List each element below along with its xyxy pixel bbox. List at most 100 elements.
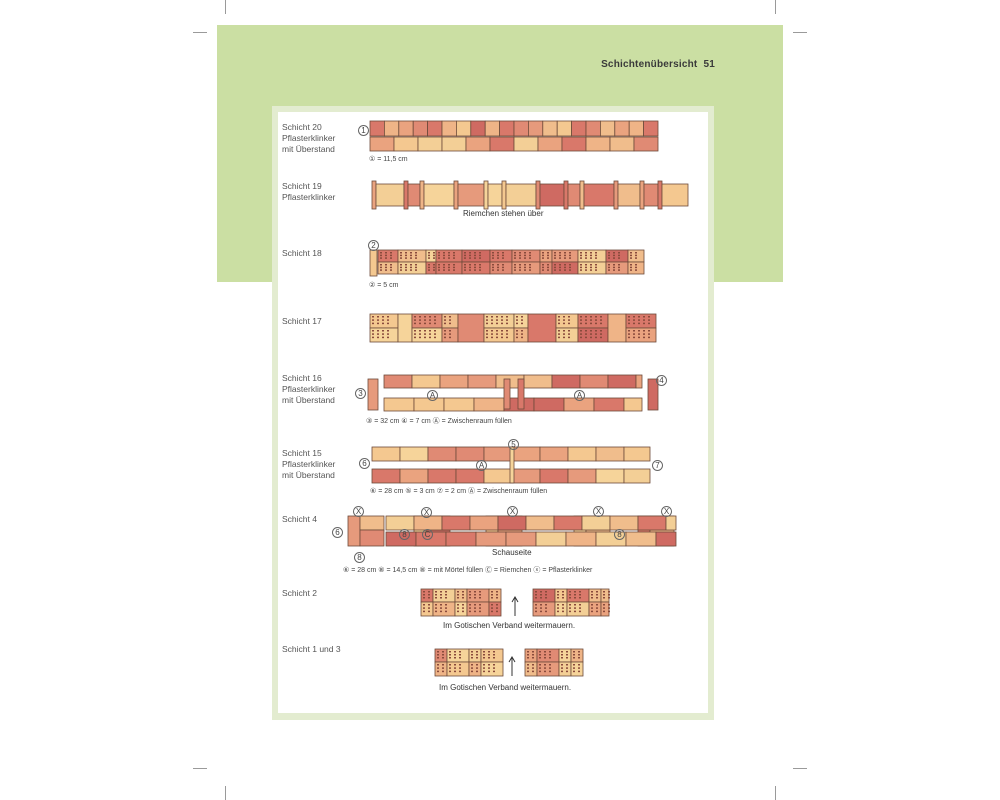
- brick-hole: [559, 264, 561, 266]
- brick-hole: [558, 322, 560, 325]
- brick-hole: [387, 319, 389, 321]
- brick-hole: [428, 254, 430, 257]
- brick-hole: [476, 657, 478, 659]
- brick-hole: [400, 266, 402, 269]
- brick-hole: [554, 254, 556, 257]
- brick-hole: [443, 266, 445, 269]
- brick-hole: [457, 591, 459, 593]
- brick-hole: [434, 333, 436, 335]
- course-label-15: Schicht 15 Pflasterklinker mit Überstand: [282, 448, 336, 480]
- brick: [579, 374, 609, 389]
- brick-hole: [568, 322, 570, 325]
- brick-hole: [544, 670, 546, 673]
- brick: [501, 180, 507, 210]
- brick: [434, 661, 448, 677]
- brick-hole: [608, 269, 610, 271]
- brick-hole: [382, 319, 384, 321]
- brick: [505, 183, 537, 207]
- brick-hole: [438, 264, 440, 266]
- brick-hole: [424, 330, 426, 332]
- brick-hole: [476, 654, 478, 656]
- brick-hole: [558, 333, 560, 335]
- brick: [427, 468, 457, 484]
- brick-hole: [578, 651, 580, 653]
- brick-hole: [544, 657, 546, 659]
- brick: [497, 515, 527, 531]
- brick-hole: [377, 322, 379, 325]
- brick-hole: [618, 257, 620, 259]
- brick-hole: [449, 319, 451, 321]
- crop-mark: [775, 0, 776, 14]
- brick-hole: [628, 322, 630, 325]
- brick-hole: [535, 594, 537, 596]
- brick: [398, 120, 414, 137]
- brick-hole: [519, 269, 521, 271]
- brick-hole: [559, 266, 561, 269]
- brick-hole: [424, 333, 426, 335]
- brick: [454, 601, 468, 617]
- brick: [533, 397, 565, 412]
- brick-hole: [643, 333, 645, 335]
- brick: [623, 446, 651, 462]
- brick-hole: [464, 266, 466, 269]
- brick-hole: [387, 330, 389, 332]
- marker-x: X: [661, 506, 672, 517]
- brick-hole: [387, 336, 389, 339]
- brick: [439, 374, 469, 389]
- note-19: Riemchen stehen über: [463, 209, 544, 218]
- brick-hole: [591, 607, 593, 609]
- brick-hole: [573, 667, 575, 669]
- brick-hole: [566, 657, 568, 659]
- brick-hole: [558, 319, 560, 321]
- brick-hole: [454, 664, 456, 666]
- brick-hole: [544, 651, 546, 653]
- brick: [567, 183, 581, 207]
- brick: [643, 183, 659, 207]
- brick: [595, 468, 625, 484]
- brick-hole: [638, 330, 640, 332]
- brick-hole: [561, 654, 563, 656]
- brick-hole: [428, 597, 430, 599]
- brick-hole: [497, 266, 499, 269]
- brick: [579, 180, 585, 210]
- brick-hole: [580, 333, 582, 335]
- brick: [609, 515, 639, 531]
- brick: [411, 327, 443, 343]
- brick-hole: [496, 319, 498, 321]
- crop-mark: [193, 32, 207, 33]
- brick-hole: [462, 597, 464, 599]
- brick-hole: [535, 604, 537, 606]
- brick-hole: [585, 316, 587, 318]
- brick-hole: [476, 664, 478, 666]
- brick-hole: [580, 254, 582, 257]
- brick-hole: [400, 264, 402, 266]
- brick-hole: [542, 254, 544, 257]
- marker-3: 3: [355, 388, 366, 399]
- brick-hole: [459, 664, 461, 666]
- brick-hole: [491, 336, 493, 339]
- brick-hole: [600, 316, 602, 318]
- brick: [469, 515, 499, 531]
- brick-hole: [596, 597, 598, 599]
- brick-hole: [580, 330, 582, 332]
- brick: [625, 327, 657, 343]
- brick: [443, 397, 475, 412]
- brick: [483, 180, 489, 210]
- brick-course-20: [369, 120, 659, 152]
- brick-hole: [444, 316, 446, 318]
- brick-course-17: [369, 313, 657, 343]
- brick-hole: [415, 252, 417, 254]
- brick-hole: [540, 610, 542, 613]
- marker-x: X: [593, 506, 604, 517]
- brick-hole: [557, 604, 559, 606]
- brick-hole: [540, 591, 542, 593]
- brick-hole: [382, 330, 384, 332]
- brick-hole: [648, 333, 650, 335]
- brick-hole: [434, 322, 436, 325]
- brick-hole: [516, 336, 518, 339]
- brick-hole: [486, 336, 488, 339]
- brick: [535, 180, 541, 210]
- brick-hole: [562, 610, 564, 613]
- brick-hole: [440, 607, 442, 609]
- brick-hole: [493, 651, 495, 653]
